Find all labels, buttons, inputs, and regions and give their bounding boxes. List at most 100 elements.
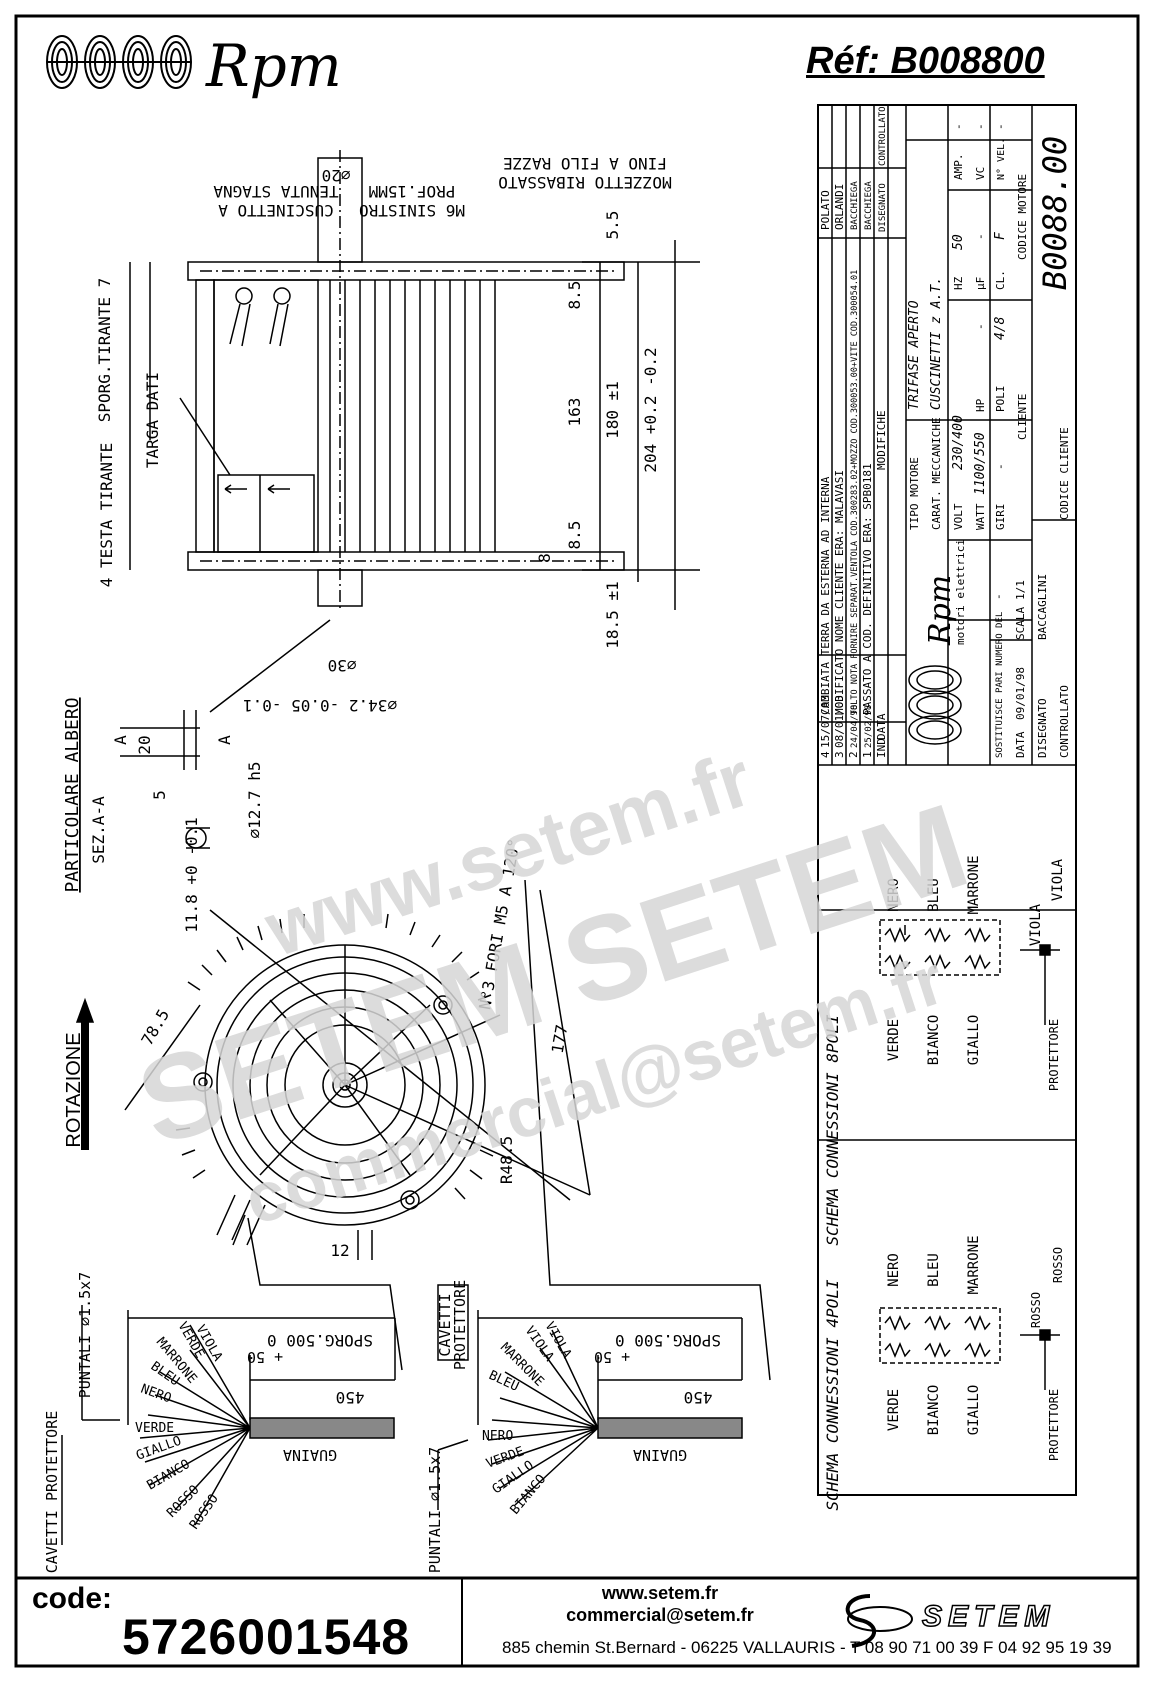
watt-value: 1100/550 [973,432,988,495]
setem-brand-text: SETEM [921,1599,1056,1634]
footer-address: 885 chemin St.Bernard - 06225 VALLAURIS … [502,1638,1112,1657]
amp-label: AMP. [952,154,965,181]
nvel-value: - [994,123,1007,130]
uf-label: μF [974,277,987,290]
dim-r48-5: R48.5 [497,1136,516,1184]
guaina-right-label: GUAINA [633,1446,687,1464]
rev-header-con: CONTROLLATO [878,106,888,166]
shaft-dim-20: 20 [135,735,154,754]
vc-label: VC [974,167,987,180]
schema8-left-2: BIANCO [926,1015,942,1066]
rpm-logo-icon [46,35,192,89]
rev-1-text: PASSATO A COD. DEFINITIVO ERA: SPB0181 [861,463,874,715]
rev-2-text: TOLTO NOTA FORNIRE SEPARAT.VENTOLA COD.3… [850,270,860,715]
codice-cliente-label: CODICE CLIENTE [1058,427,1071,520]
codice-motore-label: CODICE MOTORE [1016,174,1029,260]
rev-4-date: 15/07/03 [819,695,832,748]
sporg-right-label: SPORG.500 0 [615,1331,721,1350]
schema8-prot-1: VIOLA [1028,903,1044,946]
schema8-right-3: MARRONE [966,855,982,914]
hz-value: 50 [951,234,966,250]
dim-180: 180 ±1 [603,381,622,439]
carat-label: CARAT. MECCANICHE [930,417,943,530]
guaina-left-label: GUAINA [283,1446,337,1464]
sostituisce-label: SOSTITUISCE PARI NUMERO DEL [995,612,1005,758]
dim-12: 12 [330,1241,349,1260]
amp-value: - [952,123,965,130]
rev-3-ind: 3 [833,751,846,758]
side-view-labels: CUSCINETTO A TENUTA STAGNA ⌀20 M6 SINIST… [62,154,672,933]
schema8-prot-2: VIOLA [1050,858,1066,901]
volt-label: VOLT [952,503,965,530]
nvel-label: N° VEL. [996,138,1007,180]
schema8-title: SCHEMA CONNESSIONI 8POLI [823,1014,842,1246]
testa-tirante-label: 4 TESTA TIRANTE [97,443,116,588]
dim-diam-34-2: ⌀34.2 -0.05 -0.1 [243,696,397,715]
scala-label: SCALA [1014,607,1027,640]
section-a-label-2: A [215,735,234,745]
code-label: code: [32,1582,113,1615]
plus50-left-label: + 50 [247,1348,283,1366]
len-right-label: 450 [684,1388,713,1407]
section-a-label-1: A [111,735,130,745]
rev-1-date: 25/02/98 [864,705,874,748]
tipo-motore-value: TRIFASE APERTO [907,300,922,410]
shaft-dim-11-8: 11.8 +0 -0.1 [182,817,201,933]
rev-header-mod: MODIFICHE [875,410,888,470]
rev-1-by: BACCHIEGA [864,181,874,230]
schema4-right-2: BLEU [926,1253,942,1287]
footer-web[interactable]: www.setem.fr [601,1583,719,1603]
shaft-dim-5: 5 [150,790,169,800]
poli-label: POLI [994,386,1007,413]
rev-header-ind: IND [875,738,888,758]
cl-value: F [993,231,1008,240]
schema8-right-2: BLEU [926,878,942,912]
puntali-left-label: PUNTALI ⌀1.5x7 [76,1272,94,1398]
rev-3-by: ORLANDI [833,184,846,230]
uf-value: - [974,233,987,240]
codice-motore-value: B0088.00 [1036,136,1074,290]
company-subtitle: motori elettrici [954,539,967,645]
hz-label: HZ [952,276,965,290]
cables-right [437,879,771,1510]
len-left-label: 450 [336,1388,365,1407]
volt-value: 230/400 [951,415,966,470]
schema4-title: SCHEMA CONNESSIONI 4POLI [823,1279,842,1511]
footer-email[interactable]: commercial@setem.fr [566,1605,754,1625]
schema-4poli-text: SCHEMA CONNESSIONI 4POLI VERDE BIANCO GI… [823,1235,1065,1510]
schema8-protettore: PROTETTORE [1047,1019,1061,1091]
cuscinetto-label-2: TENUTA STAGNA [213,182,339,201]
particolare-label: PARTICOLARE ALBERO [62,697,83,892]
hp-value: - [974,323,987,330]
data-value: 09/01/98 [1014,667,1027,720]
cliente-label: CLIENTE [1016,394,1029,440]
schema4-prot-1: ROSSO [1029,1292,1043,1328]
plus50-right-label: + 50 [594,1348,630,1366]
mozzetto-label-2: FINO A FILO RAZZE [503,154,667,173]
schema8-left-1: VERDE [886,1019,902,1061]
dim-163: 163 [565,398,584,427]
data-label: DATA [1014,731,1027,758]
cavetti-protettore-left-label: CAVETTI PROTETTORE [43,1411,61,1574]
dim-8: 8 [535,553,554,563]
hp-label: HP [974,398,987,412]
logo-text: Rpm [205,32,342,100]
reference-number: Réf: B008800 [806,40,1045,82]
rev-4-by: POLATO [819,190,832,230]
dim-18-5: 18.5 ±1 [603,581,622,648]
dim-177: 177 [548,1023,572,1055]
giri-label: GIRI [994,504,1007,531]
dim-diam-30: ⌀30 [328,656,357,675]
cavetti-right-label-2: PROTETTORE [451,1280,469,1370]
setem-logo-icon [845,1594,913,1648]
disegnato-value: BACCAGLINI [1036,574,1049,640]
rev-2-date: 24/04/98 [850,705,860,748]
schema4-left-2: BIANCO [926,1385,942,1436]
mozzetto-label-1: MOZZETTO RIBASSATO [498,173,671,192]
schema4-left-3: GIALLO [966,1385,982,1436]
m6-label-2: PROF.15MM [369,182,456,201]
tipo-motore-label: TIPO MOTORE [908,457,921,530]
diam-20-label: ⌀20 [322,166,351,185]
